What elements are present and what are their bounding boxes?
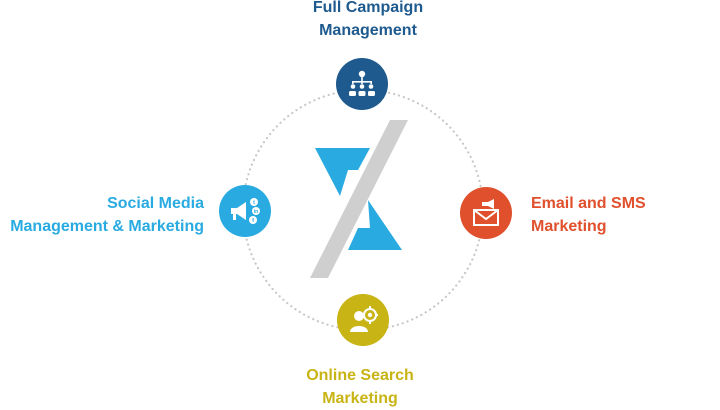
- svg-text:f: f: [252, 218, 254, 224]
- label-social-media: Social Media Management & Marketing: [0, 192, 204, 238]
- label-line-2: Management & Marketing: [10, 218, 204, 235]
- svg-text:t: t: [253, 200, 255, 206]
- label-line-1: Social Media: [107, 195, 204, 212]
- label-line-1: Email and SMS: [531, 195, 646, 212]
- brand-logo-icon: [310, 120, 408, 278]
- label-line-2: Marketing: [531, 218, 607, 235]
- org-chart-icon: [349, 70, 375, 96]
- label-line-1: Online Search: [306, 367, 414, 384]
- label-line-2: Marketing: [322, 390, 398, 407]
- full-campaign-node: [336, 58, 388, 110]
- email-sms-node: [460, 187, 512, 239]
- megaphone-social-icon: t in f: [231, 198, 260, 224]
- online-search-node: [337, 294, 389, 346]
- label-email-sms: Email and SMS Marketing: [531, 192, 681, 238]
- label-online-search: Online Search Marketing: [290, 364, 430, 410]
- label-line-2: Management: [319, 22, 417, 39]
- svg-text:in: in: [254, 209, 258, 215]
- label-full-campaign: Full Campaign Management: [300, 0, 436, 42]
- label-line-1: Full Campaign: [312, 0, 424, 16]
- user-search-gear-icon: [350, 306, 378, 332]
- email-megaphone-icon: [473, 199, 499, 226]
- social-media-node: t in f: [219, 185, 271, 237]
